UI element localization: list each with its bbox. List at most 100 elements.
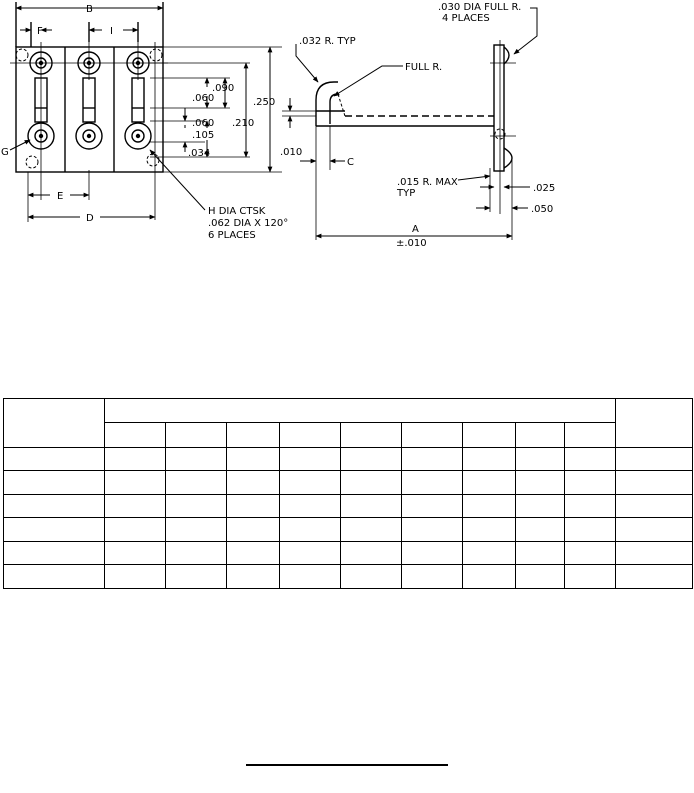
- table-cell: [401, 564, 463, 589]
- dim-f-label: F: [37, 26, 43, 37]
- table-subheader-row: [4, 421, 693, 448]
- table-cell: [563, 564, 617, 589]
- table-row: [3, 517, 694, 542]
- table-cell: [340, 470, 402, 495]
- side-view-labels: .030 DIA FULL R. 4 PLACES .032 R. TYP FU…: [280, 2, 555, 249]
- table-cell: [401, 540, 463, 565]
- table-cell: [563, 517, 617, 542]
- dim-060-top-label: .060: [192, 93, 214, 104]
- table-cell: [279, 564, 341, 589]
- table-cell: [165, 493, 227, 518]
- table-cell: [104, 564, 166, 589]
- table-cell: [165, 564, 227, 589]
- table-cell: [462, 517, 516, 542]
- table-cell: [279, 446, 341, 471]
- table-row: [3, 446, 694, 471]
- dim-e-label: E: [57, 191, 63, 202]
- dim-a-tolerance: ±.010: [396, 238, 427, 249]
- table-cell: [615, 470, 694, 495]
- table-cell: [615, 493, 694, 518]
- dim-g-label: G: [1, 147, 9, 158]
- table-cell: [165, 540, 227, 565]
- dim-050-label: .050: [531, 204, 553, 215]
- table-cell: [615, 446, 694, 471]
- table-cell: [165, 517, 227, 542]
- table-cell: [104, 493, 166, 518]
- dim-250-label: .250: [253, 97, 275, 108]
- table-subheader-cell: [462, 421, 516, 448]
- dim-b-label: B: [86, 4, 93, 15]
- dim-c-label: C: [347, 157, 354, 168]
- dim-025-label: .025: [533, 183, 555, 194]
- table-cell: [615, 517, 694, 542]
- table-cell: [615, 564, 694, 589]
- table-body: [3, 446, 694, 589]
- dim-210-label: .210: [232, 118, 254, 129]
- table-cell: [401, 493, 463, 518]
- table-cell: [563, 540, 617, 565]
- table-cell: [462, 446, 516, 471]
- table-cell: [226, 470, 280, 495]
- note-h-line3: 6 PLACES: [208, 230, 256, 241]
- table-row: [3, 493, 694, 518]
- table-subheader-cell: [340, 421, 402, 448]
- dim-105-label: .105: [192, 130, 214, 141]
- note-full-r-label: FULL R.: [405, 62, 442, 73]
- table-cell: [226, 517, 280, 542]
- table-cell: [401, 517, 463, 542]
- table-cell: [3, 470, 105, 495]
- table-cell: [104, 517, 166, 542]
- table-cell: [515, 493, 565, 518]
- dim-a-label: A: [412, 224, 419, 235]
- table-cell: [226, 446, 280, 471]
- table-cell: [279, 540, 341, 565]
- table-cell: [3, 564, 105, 589]
- table-cell: [165, 446, 227, 471]
- terminal-holes-bottom: [27, 122, 152, 150]
- table-cell: [563, 446, 617, 471]
- note-030-line2: 4 PLACES: [442, 13, 490, 24]
- table-cell: [462, 564, 516, 589]
- table-subheader-cell: [515, 421, 565, 448]
- table-cell: [226, 564, 280, 589]
- dim-i-label: I: [110, 26, 113, 37]
- dim-d-label: D: [86, 213, 94, 224]
- table-cell: [340, 446, 402, 471]
- table-cell: [104, 540, 166, 565]
- table-cell: [226, 540, 280, 565]
- dim-034-label: .034: [188, 148, 210, 159]
- note-015-line2: TYP: [396, 188, 415, 199]
- table-cell: [3, 517, 105, 542]
- table-cell: [515, 540, 565, 565]
- top-view: [9, 2, 282, 222]
- table-cell: [615, 540, 694, 565]
- table-subheader-cell: [279, 421, 341, 448]
- side-view: [282, 7, 538, 240]
- table-header-cell: [103, 398, 617, 423]
- table-cell: [340, 540, 402, 565]
- dim-090-label: .090: [212, 83, 234, 94]
- note-h-line2: .062 DIA X 120°: [208, 218, 288, 229]
- table-cell: [563, 470, 617, 495]
- note-015-line1: .015 R. MAX: [397, 177, 458, 188]
- table-cell: [401, 470, 463, 495]
- note-030-line1: .030 DIA FULL R.: [438, 2, 521, 13]
- table-cell: [3, 446, 105, 471]
- table-cell: [279, 470, 341, 495]
- top-view-labels: B F I .090 .060 .250 .060 .210 .105 .034…: [1, 4, 288, 241]
- table-cell: [3, 540, 105, 565]
- table-cell: [340, 493, 402, 518]
- table-subheader-cell: [226, 421, 280, 448]
- table-cell: [462, 470, 516, 495]
- table-subheader-cell: [563, 421, 617, 448]
- table-row: [3, 564, 694, 589]
- technical-drawing: B F I .090 .060 .250 .060 .210 .105 .034…: [1, 2, 555, 249]
- table-header-row: [3, 398, 694, 448]
- table-cell: [462, 540, 516, 565]
- dim-060-mid-label: .060: [192, 118, 214, 129]
- table-cell: [515, 446, 565, 471]
- note-032-label: .032 R. TYP: [299, 36, 356, 47]
- table-cell: [563, 493, 617, 518]
- table-cell: [279, 517, 341, 542]
- table-cell: [515, 517, 565, 542]
